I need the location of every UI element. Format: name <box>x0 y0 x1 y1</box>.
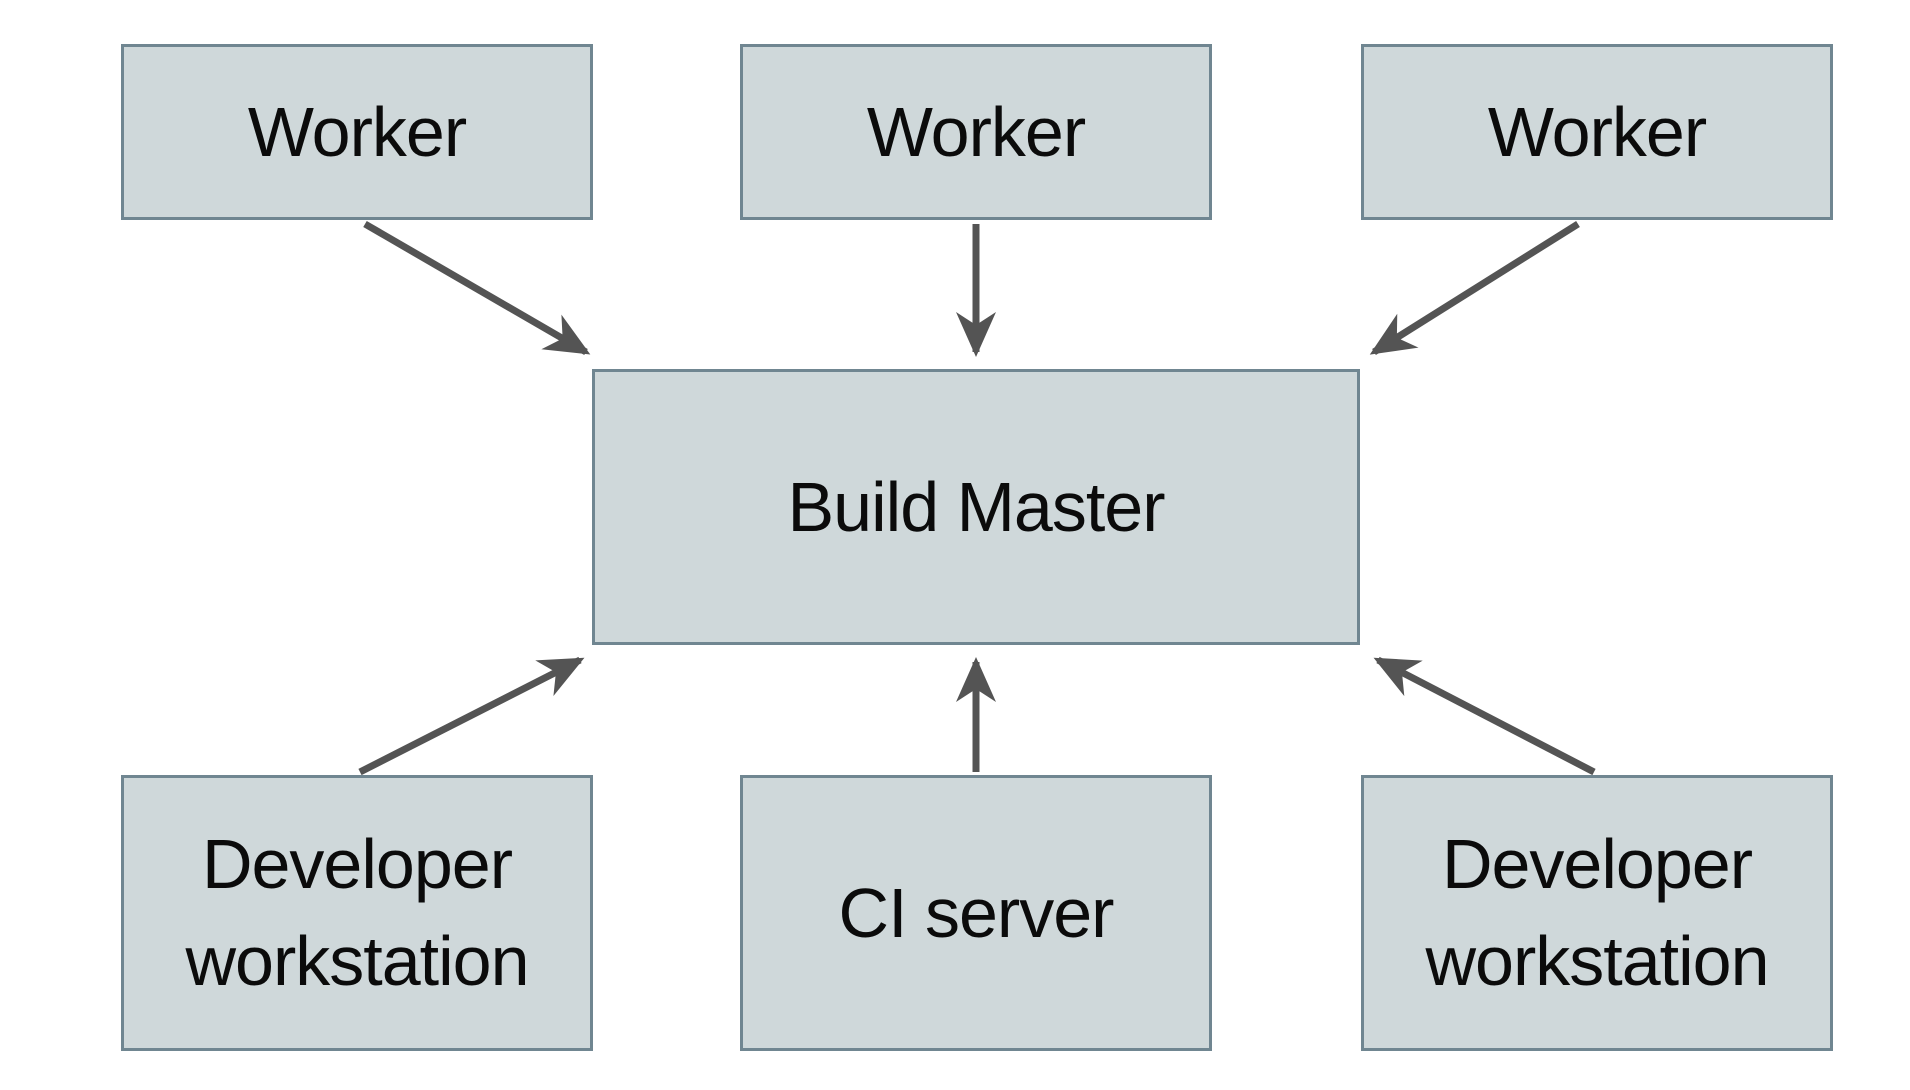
node-worker-1-label: Worker <box>247 92 467 171</box>
node-developer-workstation-1-label: Developer workstation <box>185 825 529 1000</box>
node-build-master-label: Build Master <box>787 467 1165 546</box>
node-build-master: Build Master <box>592 369 1360 645</box>
node-developer-workstation-2: Developer workstation <box>1361 775 1833 1051</box>
arrow-worker-3-to-build-master <box>1369 221 1580 355</box>
arrow-worker-1-to-build-master <box>363 220 591 356</box>
arrow-developer-workstation-1-to-build-master <box>358 656 585 776</box>
node-worker-2-label: Worker <box>866 92 1086 171</box>
node-ci-server: CI server <box>740 775 1212 1051</box>
node-developer-workstation-2-label: Developer workstation <box>1425 825 1769 1000</box>
node-worker-3: Worker <box>1361 44 1833 220</box>
node-worker-1: Worker <box>121 44 593 220</box>
node-ci-server-label: CI server <box>838 873 1115 952</box>
node-worker-2: Worker <box>740 44 1212 220</box>
node-worker-3-label: Worker <box>1487 92 1707 171</box>
arrow-developer-workstation-2-to-build-master <box>1373 656 1596 776</box>
node-developer-workstation-1: Developer workstation <box>121 775 593 1051</box>
